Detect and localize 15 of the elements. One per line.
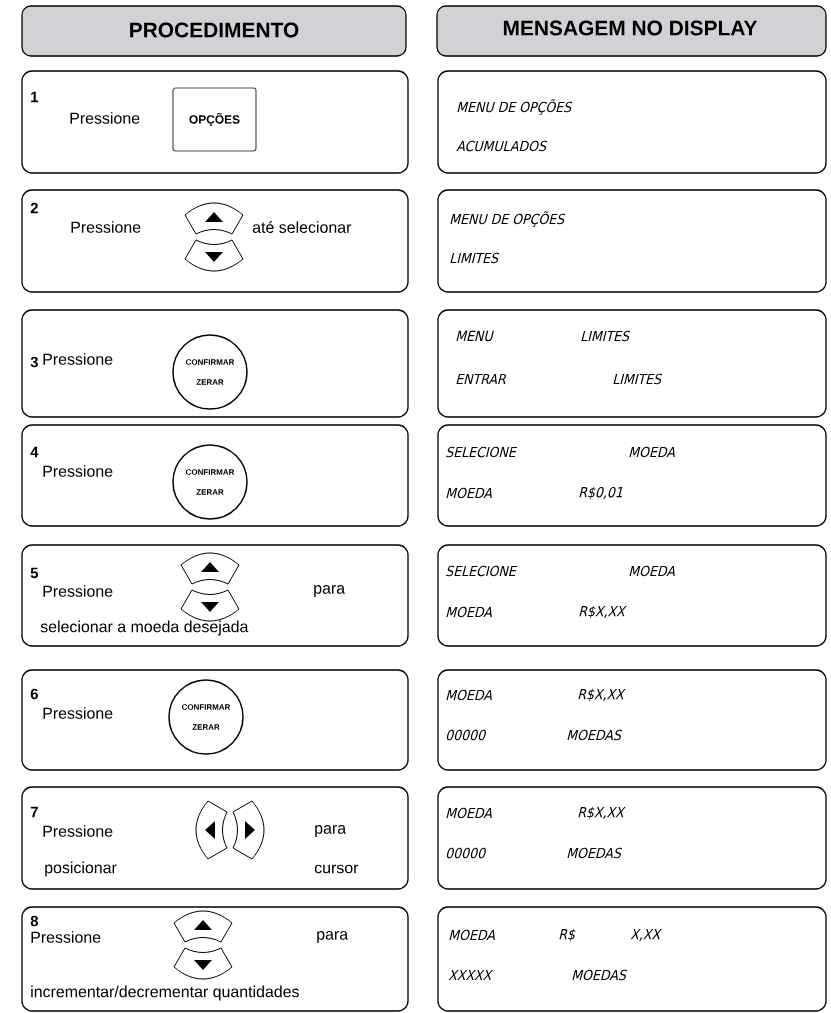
step-box: 2 Pressione até selecionar (21, 189, 409, 293)
step-box: 7 Pressione para posicionar cursor (21, 786, 409, 890)
display-box: MENU DE OPÇÕES ACUMULADOS (437, 70, 827, 174)
step-box: 5 Pressione para selecionar a moeda desejada (21, 544, 409, 647)
display-box: MENU LIMITES ENTRAR LIMITES (437, 309, 827, 418)
display-box: MOEDA R$X,XX 00000 MOEDAS (437, 786, 827, 890)
options-key: OPÇÕES (172, 87, 257, 152)
step-box: 8 Pressione para incrementar/decrementar quantidades (21, 906, 409, 1012)
display-box: MENU DE OPÇÕES LIMITES (437, 189, 827, 293)
column-header: MENSAGEM NO DISPLAY (436, 5, 827, 57)
display-box: MOEDA R$X,XX 00000 MOEDAS (437, 669, 827, 771)
display-box: SELECIONE MOEDA MOEDA R$X,XX (437, 544, 827, 647)
display-box: MOEDA R$ X,XX XXXXX MOEDAS (437, 906, 827, 1012)
column-header: PROCEDIMENTO (21, 5, 407, 57)
display-box: SELECIONE MOEDA MOEDA R$0,01 (437, 424, 827, 527)
